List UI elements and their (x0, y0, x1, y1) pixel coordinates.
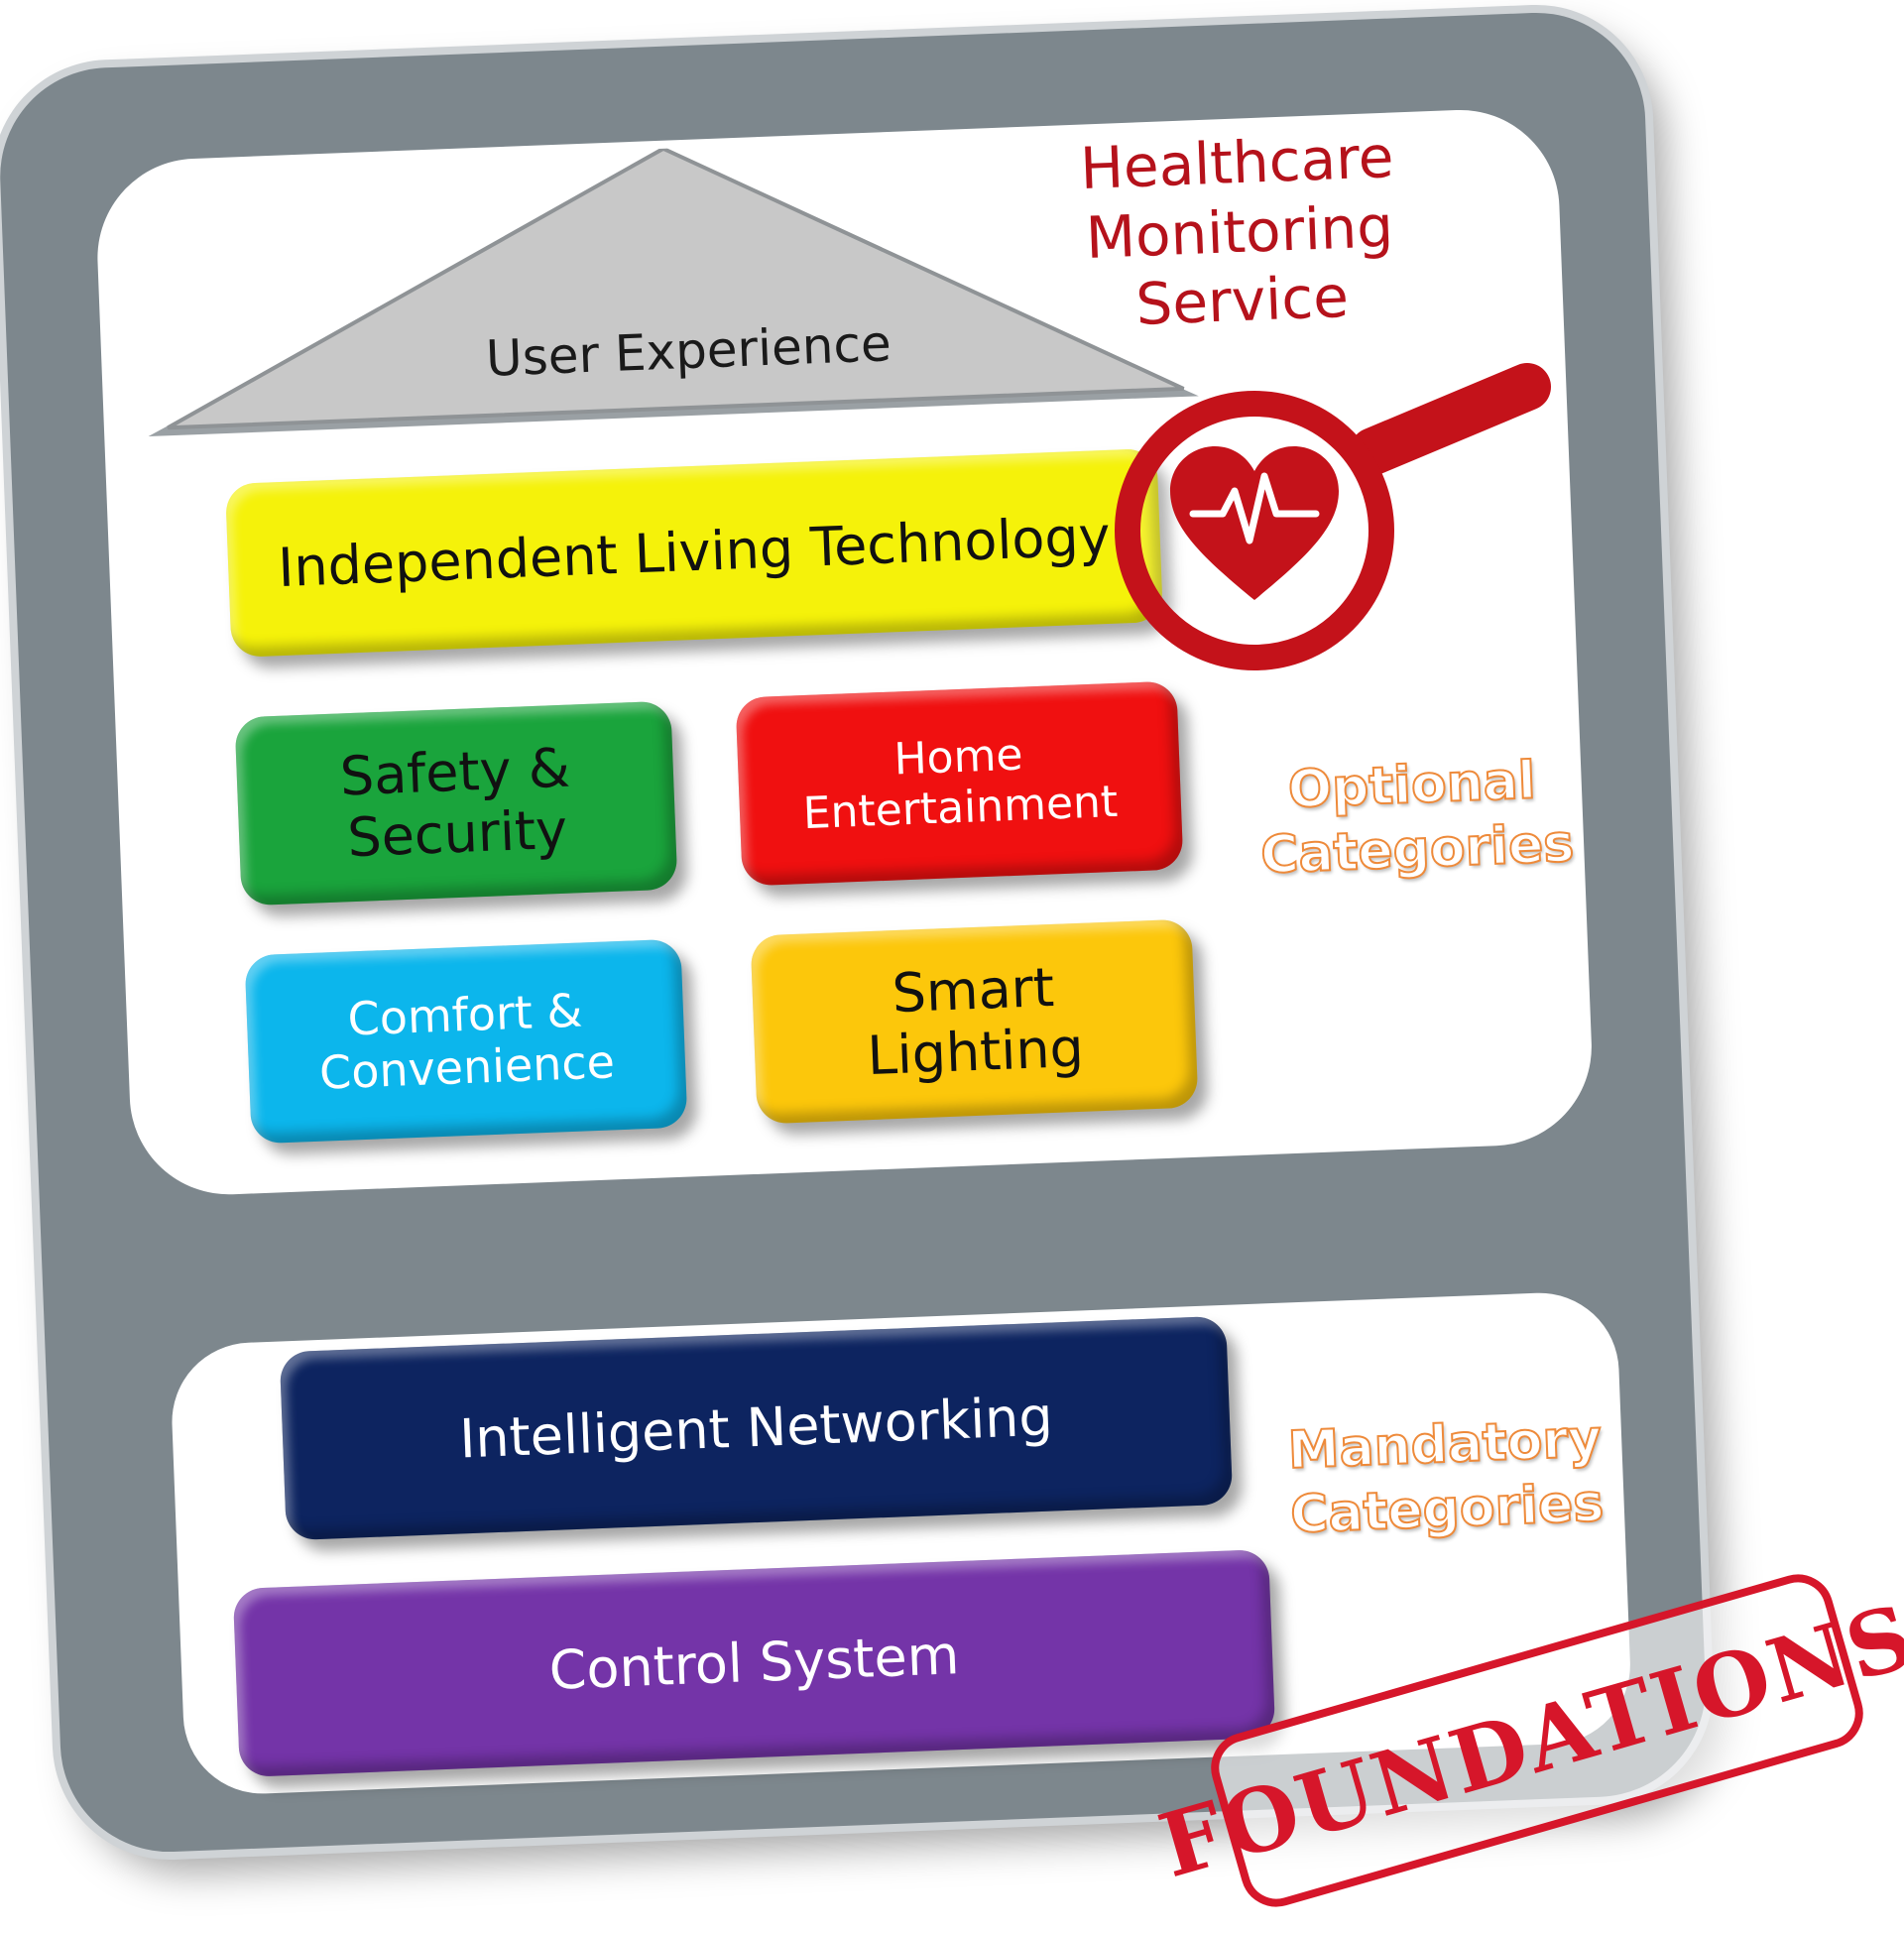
category-line-1: Mandatory (1286, 1408, 1604, 1482)
heartbeat-heart-icon (1170, 446, 1339, 600)
magnifying-glass-icon (1106, 357, 1562, 684)
health-line-3: Service (1134, 263, 1351, 339)
safety-security-block: Safety & Security (234, 700, 678, 907)
mandatory-categories-label: Mandatory Categories (1286, 1407, 1606, 1548)
optional-categories-label: Optional Categories (1257, 748, 1576, 889)
block-label: Independent Living Technology (277, 505, 1112, 600)
category-line-1: Optional (1286, 750, 1538, 821)
comfort-convenience-block: Comfort & Convenience (244, 938, 688, 1145)
block-label: Control System (547, 1624, 961, 1702)
block-label-line-2: Security (346, 797, 569, 870)
category-line-2: Categories (1258, 813, 1576, 887)
intelligent-networking-block: Intelligent Networking (279, 1315, 1234, 1541)
block-label-line-1: Safety & (338, 736, 571, 808)
home-entertainment-block: Home Entertainment (735, 680, 1184, 887)
healthcare-monitoring-service-label: Healthcare Monitoring Service (1047, 122, 1432, 343)
block-label-line-2: Lighting (866, 1016, 1085, 1088)
block-label-line-2: Entertainment (801, 776, 1120, 840)
independent-living-technology-block: Independent Living Technology (224, 448, 1164, 658)
health-line-2: Monitoring (1084, 191, 1395, 272)
block-label-line-1: Smart (891, 955, 1056, 1026)
block-label: Intelligent Networking (458, 1385, 1054, 1471)
foundations-diagram: User Experience Independent Living Techn… (0, 8, 1904, 1916)
category-line-2: Categories (1288, 1473, 1606, 1546)
block-label-line-2: Convenience (318, 1034, 616, 1100)
control-system-block: Control System (232, 1549, 1276, 1777)
roof-shape (138, 129, 1199, 446)
smart-lighting-block: Smart Lighting (750, 918, 1199, 1125)
